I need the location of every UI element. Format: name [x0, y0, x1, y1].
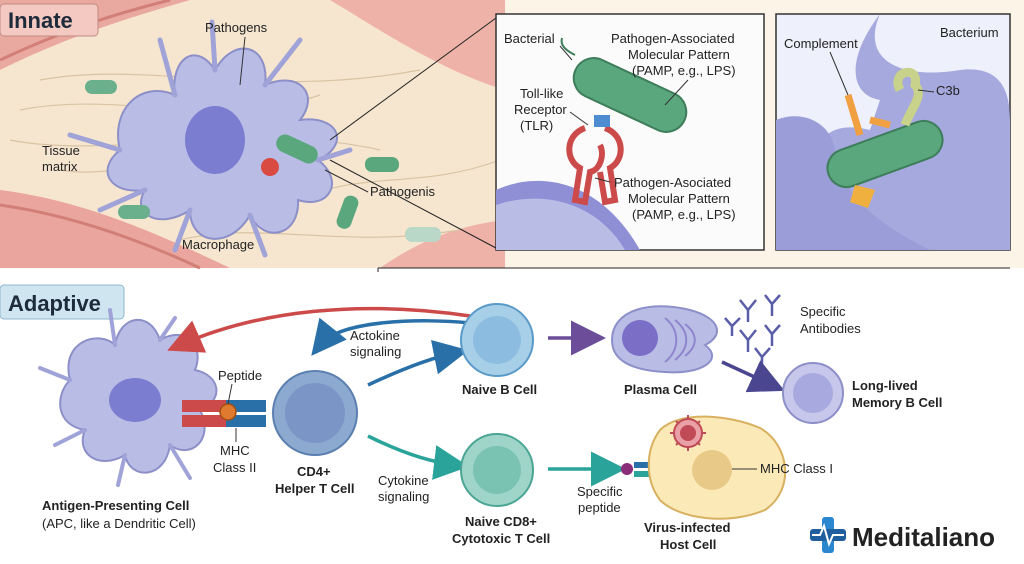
- adaptive-title: Adaptive: [8, 291, 101, 316]
- matrix-label: matrix: [42, 159, 78, 174]
- bacterium: [365, 157, 399, 172]
- memory-label-line2: Memory B Cell: [852, 395, 942, 410]
- naive-b-label: Naive B Cell: [462, 382, 537, 397]
- c3b-protein: [893, 67, 923, 127]
- c3b-label: C3b: [936, 83, 960, 98]
- bacterium: [336, 195, 359, 229]
- pamp-top-line2: Molecular Pattern: [628, 47, 730, 62]
- bacterial-label: Bacterial: [504, 31, 555, 46]
- bacterium: [85, 80, 117, 94]
- apc-label-line1: Antigen-Presenting Cell: [42, 498, 189, 513]
- adaptive-panel: Adaptive Antigen-Presenting Cell (APC, l…: [0, 272, 1024, 559]
- bacterium-inset: [560, 37, 688, 133]
- actokine-signaling-arrow: [367, 339, 469, 387]
- complement-fragment: [850, 185, 875, 208]
- naive-b-nucleus: [473, 316, 521, 364]
- host-nucleus: [692, 450, 732, 490]
- mhc2-label-line2: Class II: [213, 460, 256, 475]
- mhc1-complex: [621, 462, 656, 477]
- bacterium: [405, 227, 441, 242]
- plasma-cell: [610, 305, 718, 374]
- feedback-arrow-apc: [167, 306, 471, 353]
- mhc2-label-line1: MHC: [220, 443, 250, 458]
- specific-peptide-line1: Specific: [577, 484, 623, 499]
- brand-name: Meditaliano: [852, 522, 995, 552]
- cd4-label-line2: Helper T Cell: [275, 481, 354, 496]
- complement-inset: Complement Bacterium C3b: [775, 13, 1011, 251]
- apc-nucleus: [109, 378, 161, 422]
- blood-vessel-right: [330, 0, 505, 90]
- tlr-receptor: [566, 115, 624, 206]
- memory-b-nucleus: [793, 373, 833, 413]
- cytokine-label-line2: signaling: [378, 489, 429, 504]
- pamp-top-line1: Pathogen-Associated: [611, 31, 735, 46]
- peptide-antigen: [219, 403, 237, 421]
- host-label-line1: Virus-infected: [644, 520, 731, 535]
- innate-header-badge: [0, 3, 99, 37]
- pamp-bottom-line1: Pathogen-Asociated: [614, 175, 731, 190]
- pathogens-label: Pathogens: [205, 20, 268, 35]
- plasma-label: Plasma Cell: [624, 382, 697, 397]
- pathogenis-label: Pathogenis: [370, 184, 436, 199]
- tlr-line3: (TLR): [520, 118, 553, 133]
- red-particle: [261, 158, 279, 176]
- pamp-bottom-line3: (PAMP, e.g., LPS): [632, 207, 736, 222]
- host-label-line2: Host Cell: [660, 537, 716, 552]
- cd8-label-line2: Cytotoxic T Cell: [452, 531, 550, 546]
- cytokine-label-line1: Cytokine: [378, 473, 429, 488]
- pamp-top-line3: (PAMP, e.g., LPS): [632, 63, 736, 78]
- opsonized-bacterium: [826, 119, 944, 189]
- mhc1-label: MHC Class I: [760, 461, 833, 476]
- tlr-inset: Bacterial Pathogen-Associated Molecular …: [495, 13, 765, 251]
- tlr-line2: Receptor: [514, 102, 567, 117]
- macrophage-nucleus: [185, 106, 245, 174]
- flagellum: [560, 37, 576, 56]
- specific-peptide-line2: peptide: [578, 500, 621, 515]
- tlr-line1: Toll-like: [520, 86, 563, 101]
- naive-cd8-nucleus: [473, 446, 521, 494]
- pamp-binding-site: [594, 115, 610, 127]
- cytokine-signaling-arrow: [367, 434, 469, 480]
- peptide-label: Peptide: [218, 368, 262, 383]
- antibodies-label-line2: Antibodies: [800, 321, 861, 336]
- blood-vessel-bottom: [0, 190, 230, 268]
- virus-particle: [670, 415, 706, 451]
- bacterium: [118, 205, 150, 219]
- antibodies-label-line1: Specific: [800, 304, 846, 319]
- cd4-nucleus: [285, 383, 345, 443]
- macrophage-cell: [67, 19, 353, 258]
- feedback-arrow-cd4: [311, 317, 471, 356]
- tissue-bacteria: [85, 80, 441, 242]
- macrophage-label: Macrophage: [182, 237, 254, 252]
- bacterium-label: Bacterium: [940, 25, 999, 40]
- brand-logo: Meditaliano: [810, 517, 995, 553]
- cd4-label-line1: CD4+: [297, 464, 331, 479]
- complement-label: Complement: [784, 36, 858, 51]
- apc-label-line2: (APC, like a Dendritic Cell): [42, 516, 196, 531]
- pamp-bottom-line2: Molecular Pattern: [628, 191, 730, 206]
- memory-label-line1: Long-lived: [852, 378, 918, 393]
- complement-protein: [844, 93, 864, 137]
- cd8-label-line1: Naive CD8+: [465, 514, 537, 529]
- engulfed-bacterium: [276, 134, 318, 164]
- plasma-to-memory-arrow: [721, 360, 785, 393]
- mhc2-peptide-complex: [182, 400, 266, 427]
- innate-title: Innate: [8, 8, 73, 33]
- actokine-label-line1: Actokine: [350, 328, 400, 343]
- tissue-label: Tissue: [42, 143, 80, 158]
- adaptive-header-badge: [0, 284, 125, 320]
- actokine-label-line2: signaling: [350, 344, 401, 359]
- medical-cross-icon: [810, 517, 846, 553]
- plasma-nucleus: [622, 320, 658, 356]
